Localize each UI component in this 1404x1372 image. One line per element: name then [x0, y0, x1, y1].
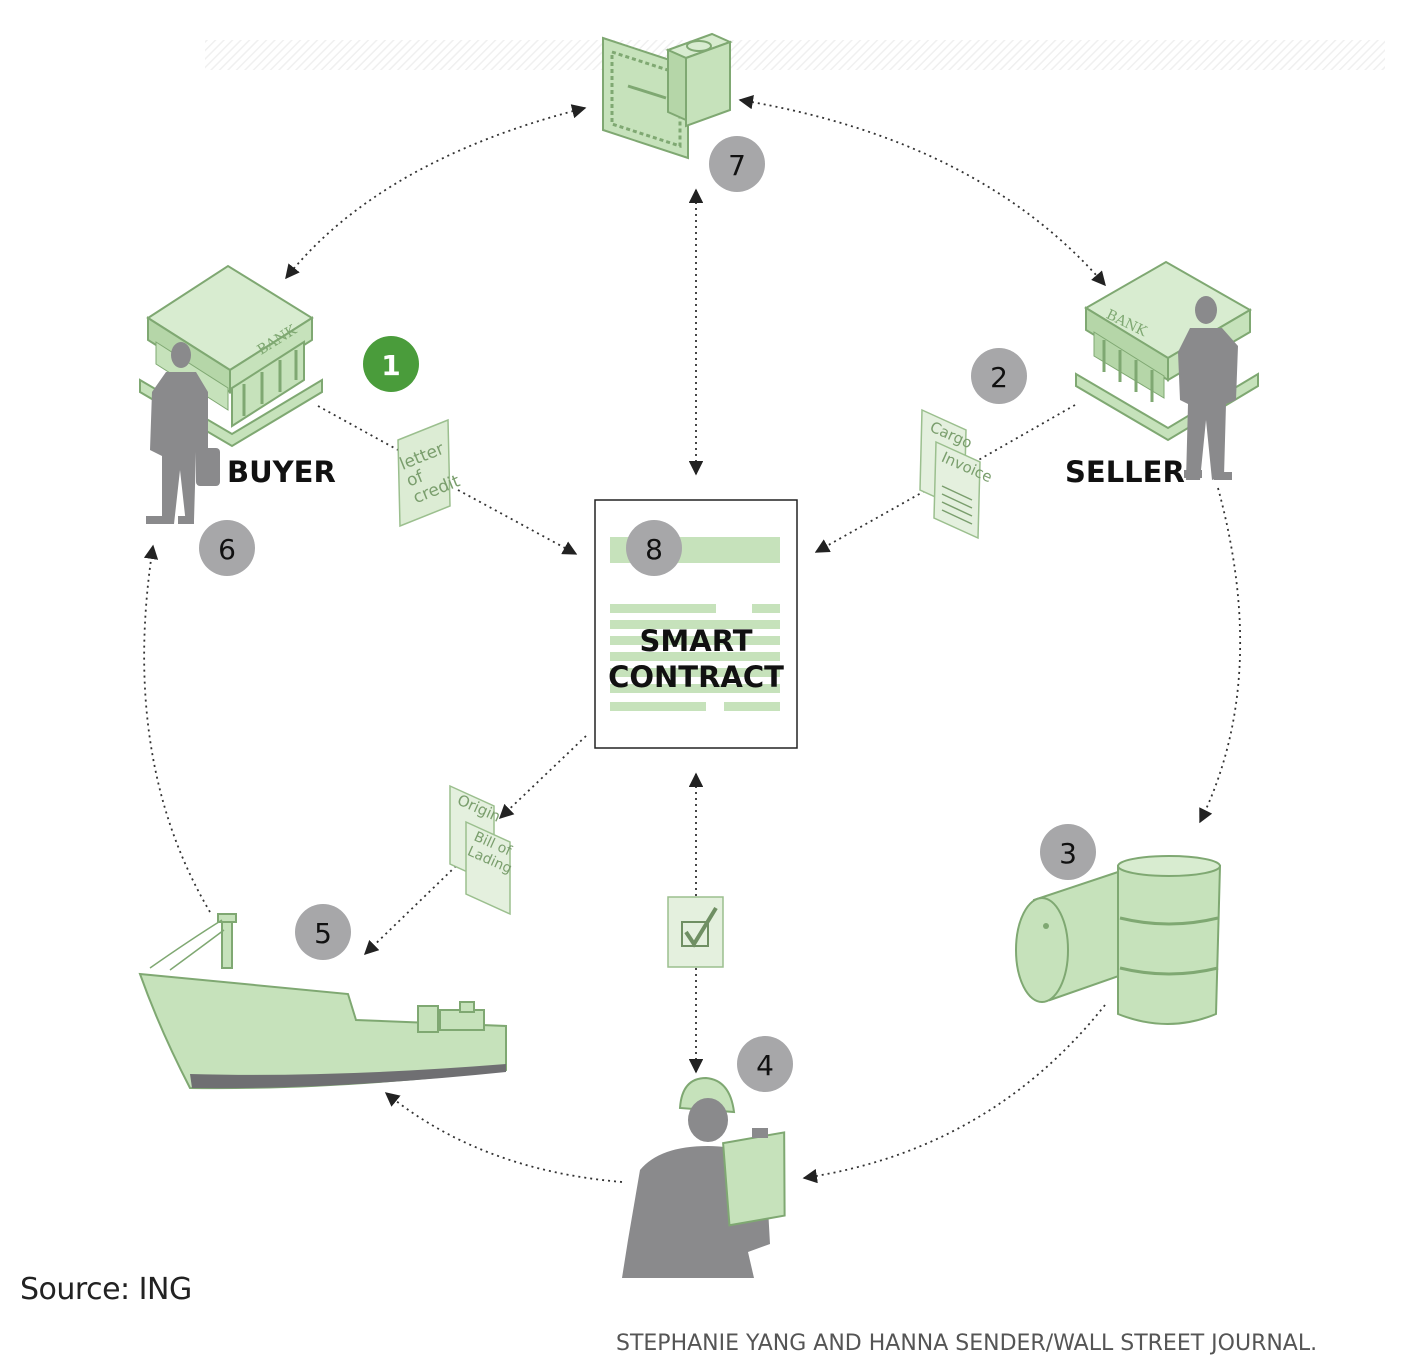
step-badge-1: 1	[363, 336, 419, 392]
arrow-money-seller	[738, 95, 1106, 287]
seller-person-icon	[1178, 296, 1238, 480]
credit-line: STEPHANIE YANG AND HANNA SENDER/WALL STR…	[616, 1331, 1318, 1356]
origin-bill-of-lading-docs: Origin Bill of Lading	[449, 784, 515, 916]
arrow-loc-contract	[457, 489, 578, 555]
svg-text:2: 2	[990, 361, 1008, 394]
buyer-person-icon	[146, 342, 220, 524]
seller-label: SELLER	[1065, 455, 1185, 489]
ship-icon	[138, 913, 507, 1090]
arrow-shipdocs-ship	[363, 865, 457, 956]
arrow-contract-shipdocs	[498, 735, 587, 819]
svg-text:4: 4	[756, 1049, 774, 1082]
step-badge-5: 5	[295, 904, 351, 960]
step-badge-8: 8	[626, 520, 682, 576]
source-note: Source: ING	[20, 1272, 192, 1307]
letter-of-credit-doc: letter of credit	[397, 418, 463, 528]
arrow-docs-contract	[814, 487, 931, 553]
checklist-icon	[667, 896, 724, 968]
step-badge-3: 3	[1040, 824, 1096, 880]
svg-text:7: 7	[728, 149, 746, 182]
step-badges: 1 2 3 4 5 6 7 8	[199, 136, 1096, 1092]
step-badge-6: 6	[199, 520, 255, 576]
arrow-seller-barrels	[1199, 487, 1242, 824]
smart-contract-title-line2: CONTRACT	[608, 660, 784, 694]
smart-contract-document	[594, 499, 798, 749]
smart-contract-title-line1: SMART	[640, 624, 753, 658]
svg-text:3: 3	[1059, 837, 1077, 870]
arrow-seller-docs	[974, 404, 1076, 463]
oil-barrels-icon	[1015, 855, 1222, 1025]
cargo-invoice-docs: Cargo Invoice	[919, 408, 995, 540]
svg-text:1: 1	[381, 349, 400, 382]
arrow-buyer-loc	[317, 405, 399, 451]
buyer-label: BUYER	[227, 455, 336, 489]
flow-arrows	[143, 95, 1242, 1184]
step-badge-2: 2	[971, 348, 1027, 404]
payment-icon	[602, 32, 733, 160]
inspector-icon	[622, 1076, 786, 1278]
svg-text:5: 5	[314, 917, 332, 950]
arrow-money-buyer	[285, 104, 587, 280]
svg-text:8: 8	[645, 533, 663, 566]
header-band	[205, 40, 1385, 70]
step-badge-4: 4	[737, 1036, 793, 1092]
arrow-ship-buyer	[143, 544, 211, 913]
arrow-inspector-ship	[384, 1092, 623, 1183]
svg-text:6: 6	[218, 533, 236, 566]
step-badge-7: 7	[709, 136, 765, 192]
arrow-barrels-inspector	[802, 1004, 1106, 1184]
